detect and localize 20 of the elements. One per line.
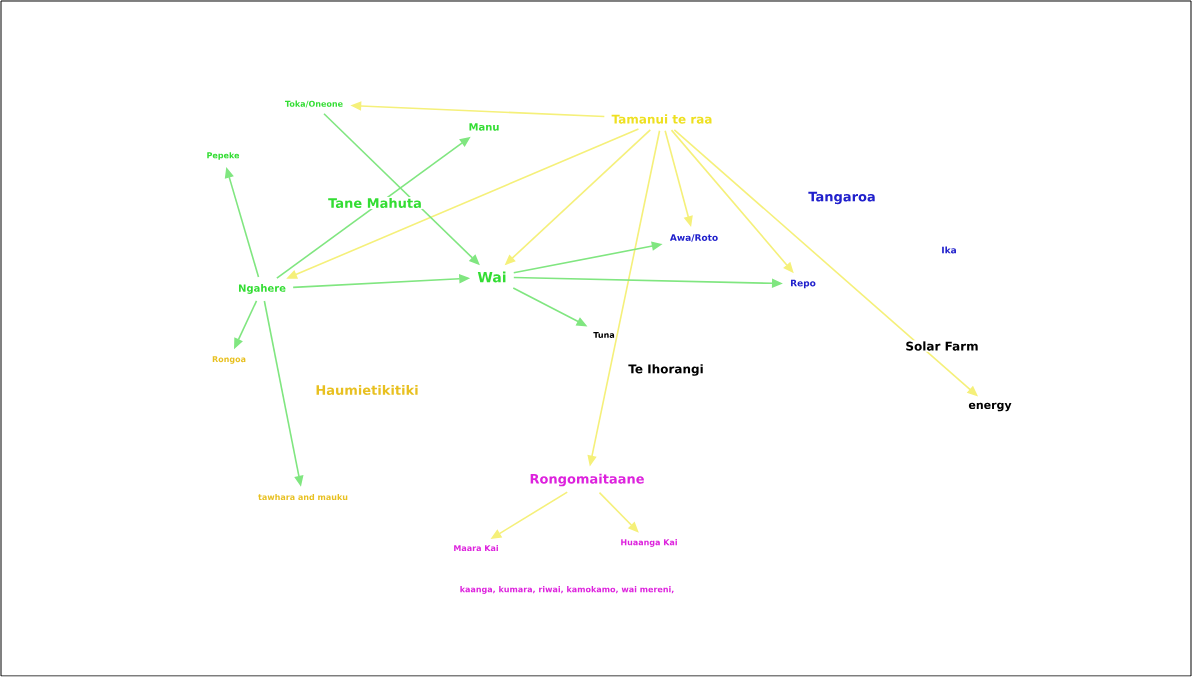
- node-label: Ngahere: [239, 284, 286, 294]
- node-label: Tamanui te raa: [611, 114, 712, 124]
- node-label: energy: [968, 402, 1012, 412]
- arrow: [598, 491, 639, 533]
- node-label: Pepeke: [207, 152, 240, 160]
- node-label: Maara Kai: [454, 544, 498, 552]
- node-label: Awa/Roto: [669, 234, 718, 242]
- node-label: Manu: [469, 123, 499, 131]
- text-label: Solar Farm: [904, 340, 980, 352]
- node-label: Rongomaitaane: [530, 473, 644, 487]
- node-label: Toka/Oneone: [285, 100, 343, 108]
- node-label: Repo: [791, 279, 816, 289]
- node-label: Huaanga Kai: [621, 539, 677, 547]
- node-label: Tuna: [593, 332, 615, 338]
- node-label: Rongoa: [212, 356, 246, 364]
- text-label: Te Ihorangi: [627, 363, 705, 377]
- node-label: Wai: [477, 271, 506, 283]
- text-label: kaanga, kumara, riwai, kamokamo, wai mereni,: [458, 585, 676, 595]
- node-label: tawhara and mauku: [258, 493, 348, 501]
- text-label: Ika: [940, 245, 958, 255]
